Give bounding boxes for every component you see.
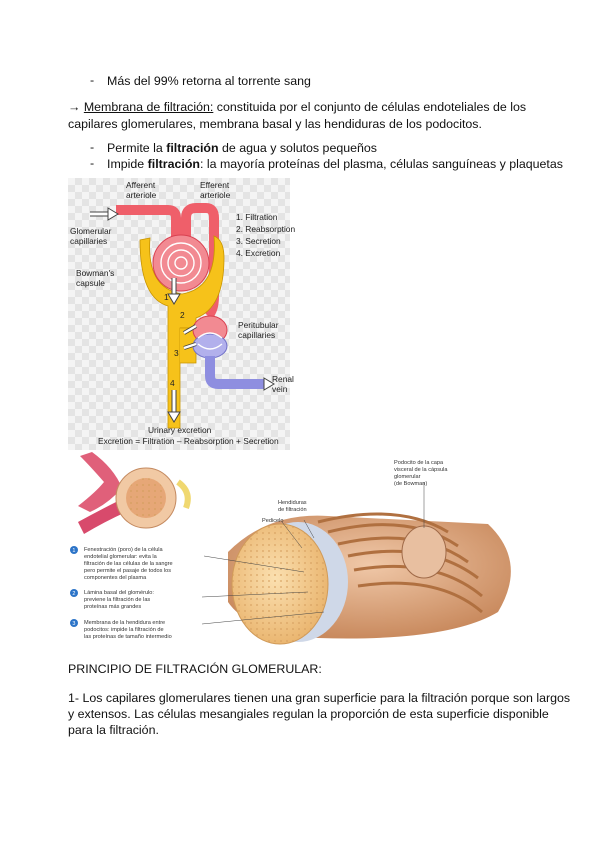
callout-2-line-1: Lámina basal del glomérulo: — [84, 590, 154, 596]
badge-2-number: 2 — [72, 591, 75, 597]
glomerulus-loop — [174, 256, 188, 270]
bullet-permite: Permite la filtración de agua y solutos … — [107, 140, 377, 157]
label-peritubular-2: capillaries — [238, 330, 275, 340]
callout-2-line-3: proteínas más grandes — [84, 604, 141, 610]
podocyte-nucleus — [401, 525, 447, 579]
badge-1 — [70, 546, 78, 554]
step-number-3: 3 — [174, 348, 179, 358]
callout-3-line-2: podocitos: impide la filtración de — [84, 627, 164, 633]
label-podocito-4: (de Bowman) — [394, 481, 427, 487]
label-hendiduras-2: de filtración — [278, 507, 307, 513]
proximal-tubule — [176, 479, 191, 510]
badge-2 — [70, 589, 78, 597]
legend-excretion: 4. Excretion — [236, 248, 281, 258]
bullet-permite-bold: filtración — [166, 141, 219, 155]
callout-1-line-5: componentes del plasma — [84, 575, 147, 581]
bullet-impide-bold: filtración — [147, 157, 200, 171]
label-hendiduras: Hendiduras — [278, 500, 307, 506]
secretion-arrow — [183, 342, 197, 350]
bullet-impide: Impide filtración: la mayoría proteínas … — [107, 156, 563, 173]
bullet-line-1: Más del 99% retorna al torrente sang — [107, 74, 311, 88]
legend-filtration: 1. Filtration — [236, 212, 278, 222]
badge-3-number: 3 — [72, 621, 75, 627]
filtration-membrane-illustration: Podocito de la capa visceral de la cápsu… — [68, 452, 538, 652]
bullet-dash: - — [90, 156, 95, 170]
label-pedicelo: Pedicelo — [262, 518, 283, 524]
step-number-2: 2 — [180, 310, 185, 320]
filtration-membrane-svg: Podocito de la capa visceral de la cápsu… — [70, 452, 511, 645]
label-afferent-2: arteriole — [126, 190, 157, 200]
label-urinary-excretion: Urinary excretion — [148, 425, 212, 435]
efferent-arteriole — [181, 203, 219, 320]
nephron-process-diagram: Afferent arteriole Efferent arteriole Gl… — [68, 178, 295, 450]
step-number-4: 4 — [170, 378, 175, 388]
label-efferent: Efferent — [200, 180, 230, 190]
afferent-vessel — [78, 452, 122, 512]
legend-reabsorption: 2. Reabsorption — [236, 224, 295, 234]
badge-3 — [70, 619, 78, 627]
bullet-dash: - — [90, 73, 95, 87]
bowmans-capsule — [139, 235, 225, 429]
arrow-symbol: → — [68, 100, 81, 114]
paragraph-1-line-2: y extensos. Las células mesangiales regu… — [68, 707, 549, 721]
paragraph-1-line-3: para la filtración. — [68, 723, 159, 737]
paragraph-1-line-1: 1- Los capilares glomerulares tienen una… — [68, 691, 571, 705]
excretion-equation: Excretion = Filtration – Reabsorption + … — [98, 436, 279, 446]
label-podocito-3: glomerular — [394, 474, 421, 480]
membrana-heading: Membrana de filtración: — [83, 100, 214, 114]
membrana-paragraph-line-2: capilares glomerulares, membrana basal y… — [68, 117, 482, 131]
label-glomerular: Glomerular — [70, 226, 112, 236]
bullet-permite-pre: Permite la — [107, 141, 167, 155]
callout-3-line-1: Membrana de la hendidura entre — [84, 620, 165, 626]
glomerulus-loop — [167, 249, 195, 277]
renal-vein — [205, 356, 264, 389]
label-afferent: Afferent — [126, 180, 156, 190]
step-number-1: 1 — [164, 292, 169, 302]
label-podocito: Podocito de la capa — [394, 460, 444, 466]
label-peritubular: Peritubular — [238, 320, 279, 330]
glomerulus-loop — [160, 242, 202, 284]
callout-1-line-4: pero permite el pasaje de todos los — [84, 568, 171, 574]
label-podocito-2: visceral de la cápsula — [394, 467, 448, 473]
nephron-svg: Afferent arteriole Efferent arteriole Gl… — [70, 180, 295, 446]
efferent-vessel — [78, 500, 126, 534]
legend-secretion: 3. Secretion — [236, 236, 281, 246]
section-heading-principio: PRINCIPIO DE FILTRACIÓN GLOMERULAR: — [68, 662, 322, 676]
afferent-arteriole — [116, 205, 181, 238]
callout-1-line-1: Fenestración (poro) de la célula — [84, 547, 164, 553]
bullet-permite-post: de agua y solutos pequeños — [218, 141, 377, 155]
bullet-dash: - — [90, 140, 95, 154]
bullet-impide-post: : la mayoría proteínas del plasma, célul… — [199, 157, 563, 171]
label-renal: Renal — [272, 374, 294, 384]
label-efferent-2: arteriole — [200, 190, 231, 200]
badge-1-number: 1 — [72, 548, 75, 554]
label-glomerular-2: capillaries — [70, 236, 107, 246]
callout-1-line-3: filtración de las células de la sangre — [84, 561, 173, 567]
membrana-text: constituida por el conjunto de células e… — [213, 100, 527, 114]
label-bowman: Bowman's — [76, 268, 114, 278]
callout-1-line-2: endotelial glomerular: evita la — [84, 554, 158, 560]
label-bowman-2: capsule — [76, 278, 105, 288]
callout-3-line-3: las proteínas de tamaño intermedio — [84, 634, 172, 640]
reabsorption-arrow — [183, 324, 197, 335]
callout-2-line-2: previene la filtración de las — [84, 597, 150, 603]
membrana-paragraph-line-1: → Membrana de filtración: constituida po… — [68, 99, 526, 116]
label-renal-2: vein — [272, 384, 288, 394]
bullet-impide-pre: Impide — [107, 157, 148, 171]
